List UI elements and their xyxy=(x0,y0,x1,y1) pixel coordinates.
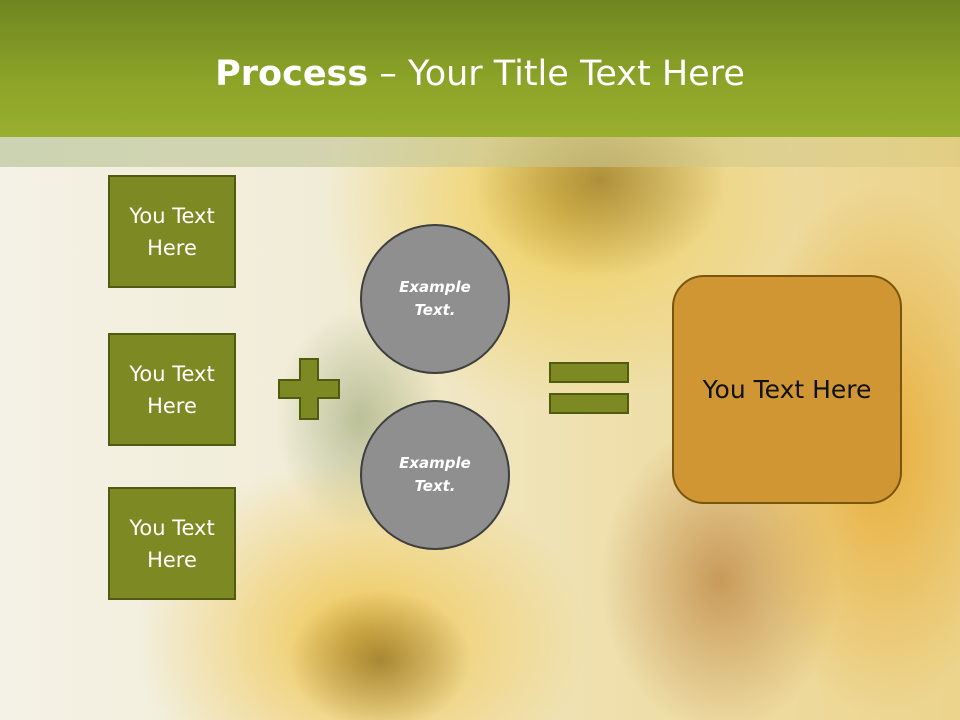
text-box-2-label: You Text Here xyxy=(129,361,215,418)
result-box-label: You Text Here xyxy=(702,375,872,404)
slide-title[interactable]: Process – Your Title Text Here xyxy=(0,48,960,100)
example-circle-1-label: Example Text. xyxy=(399,278,471,319)
text-box-3[interactable]: You Text Here xyxy=(108,487,236,600)
text-box-2[interactable]: You Text Here xyxy=(108,333,236,446)
result-box[interactable]: You Text Here xyxy=(672,275,902,504)
title-bar xyxy=(0,0,960,137)
title-strip xyxy=(0,137,960,167)
equals-icon xyxy=(549,362,629,414)
example-circle-2[interactable]: Example Text. xyxy=(360,400,510,550)
text-box-1-label: You Text Here xyxy=(129,203,215,260)
text-box-3-label: You Text Here xyxy=(129,515,215,572)
title-rest: – Your Title Text Here xyxy=(368,54,745,94)
text-box-1[interactable]: You Text Here xyxy=(108,175,236,288)
title-bold: Process xyxy=(215,54,369,94)
example-circle-2-label: Example Text. xyxy=(399,454,471,495)
plus-icon xyxy=(278,358,340,420)
example-circle-1[interactable]: Example Text. xyxy=(360,224,510,374)
